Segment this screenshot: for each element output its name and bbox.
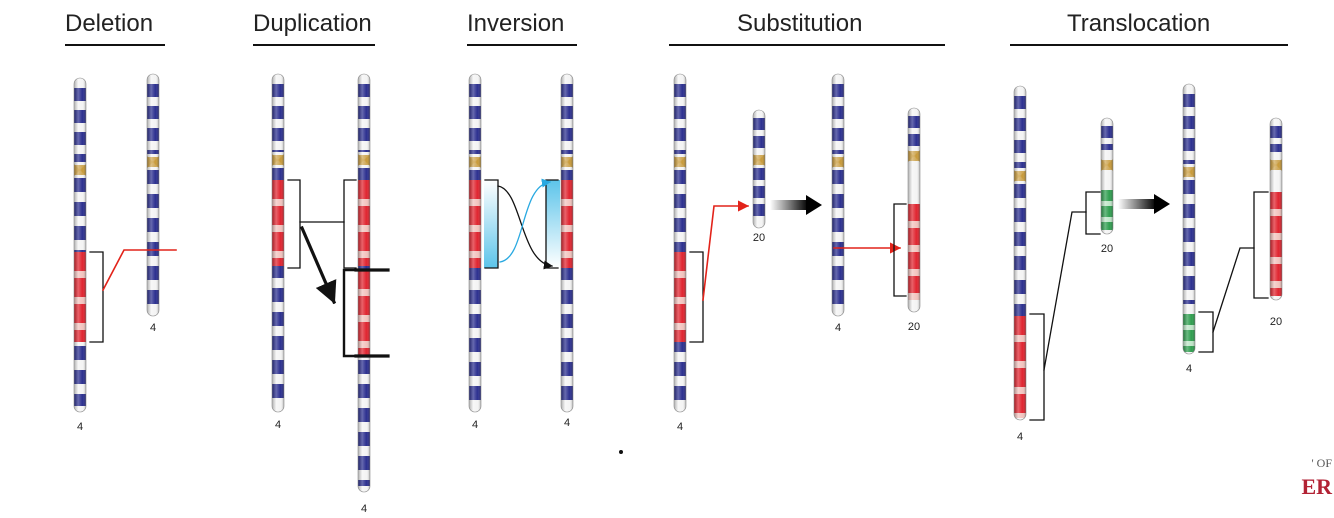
chromosome-inv-4-normal xyxy=(468,73,482,413)
chromosome-dup-4-normal xyxy=(271,73,285,413)
chromosome-outline xyxy=(468,73,482,413)
chromosome-sub-4-normal xyxy=(673,73,687,413)
chromosome-del-4-normal xyxy=(73,77,87,413)
inversion-arrow-down xyxy=(497,185,553,270)
label-sub-d: 20 xyxy=(908,321,920,333)
chromosome-shading xyxy=(561,74,573,412)
chromosome-outline xyxy=(560,73,574,413)
chromosome-outline xyxy=(1100,117,1114,235)
panel-title-inversion: Inversion xyxy=(467,10,565,37)
duplication-bracket-dst-2 xyxy=(342,268,366,358)
corner-logo-text-top: ' OF xyxy=(1311,456,1332,470)
label-dup-b: 4 xyxy=(361,503,367,513)
chromosome-shading xyxy=(1014,86,1026,420)
translocation-connector-2 xyxy=(1212,247,1255,333)
chromosome-outline xyxy=(146,73,160,317)
chromosome-shading xyxy=(832,74,844,316)
panel-title-translocation: Translocation xyxy=(1067,10,1211,37)
chromosome-outline xyxy=(271,73,285,413)
label-inv-a: 4 xyxy=(472,419,478,431)
label-tra-a: 4 xyxy=(1017,431,1023,443)
chromosome-outline xyxy=(752,109,766,229)
chromosome-shading xyxy=(1183,84,1195,354)
chromosome-sub-20-normal xyxy=(752,109,766,229)
label-tra-b: 20 xyxy=(1101,243,1113,255)
label-inv-b: 4 xyxy=(564,417,570,429)
chromosome-outline xyxy=(673,73,687,413)
label-del-b: 4 xyxy=(150,322,156,334)
panel-rule-translocation xyxy=(1010,44,1288,46)
chromosome-outline xyxy=(1182,83,1196,355)
translocation-bracket-4b xyxy=(1198,311,1214,353)
chromosome-shading xyxy=(74,78,86,412)
inversion-highlight-right xyxy=(546,180,560,268)
label-del-a: 4 xyxy=(77,421,83,433)
chromosome-dup-4-duplicated xyxy=(357,73,371,493)
chromosome-sub-4-deleted xyxy=(831,73,845,317)
deletion-bracket xyxy=(89,251,104,343)
translocation-connector-1 xyxy=(1043,211,1087,371)
chromosome-shading xyxy=(272,74,284,412)
chromosome-outline xyxy=(907,107,921,313)
panel-title-deletion: Deletion xyxy=(65,10,154,37)
duplication-bracket-dst-1 xyxy=(343,179,357,269)
chromosome-shading xyxy=(147,74,159,316)
label-tra-d: 20 xyxy=(1270,316,1282,328)
chromosome-outline xyxy=(831,73,845,317)
panel-rule-duplication xyxy=(253,44,375,46)
substitution-bracket-src xyxy=(689,251,704,343)
chromosome-tra-20-translocated xyxy=(1269,117,1283,301)
chromosome-tra-4-normal xyxy=(1013,85,1027,421)
panel-title-duplication: Duplication xyxy=(253,10,372,37)
chromosome-tra-20-normal xyxy=(1100,117,1114,235)
chromosome-outline xyxy=(357,73,371,493)
label-sub-c: 4 xyxy=(835,322,841,334)
substitution-arrow-red xyxy=(702,200,750,301)
duplication-bracket-src xyxy=(287,179,301,269)
panel-title-substitution: Substitution xyxy=(737,10,863,37)
deletion-arrow xyxy=(101,249,177,292)
corner-logo-text-bottom: ER xyxy=(1301,474,1332,499)
inversion-arrow-up xyxy=(499,178,551,263)
translocation-bracket-4 xyxy=(1029,313,1045,421)
label-tra-c: 4 xyxy=(1186,363,1192,375)
substitution-bracket-dst xyxy=(893,203,907,297)
chromosome-shading xyxy=(908,108,920,312)
chromosome-shading xyxy=(674,74,686,412)
substitution-big-arrow xyxy=(770,195,822,215)
label-sub-b: 20 xyxy=(753,232,765,244)
inversion-highlight-left xyxy=(484,180,498,268)
translocation-bracket-20b xyxy=(1253,191,1269,299)
panel-rule-deletion xyxy=(65,44,165,46)
chromosome-shading xyxy=(358,74,370,492)
chromosome-shading xyxy=(1270,118,1282,300)
panel-rule-substitution xyxy=(669,44,945,46)
translocation-bracket-20 xyxy=(1085,191,1101,235)
label-sub-a: 4 xyxy=(677,421,683,433)
chromosome-inv-4-inverted xyxy=(560,73,574,413)
chromosome-outline xyxy=(1269,117,1283,301)
chromosome-shading xyxy=(469,74,481,412)
duplication-arrow xyxy=(299,225,337,305)
panel-rule-inversion xyxy=(467,44,577,46)
chromosome-outline xyxy=(73,77,87,413)
translocation-big-arrow xyxy=(1118,194,1170,214)
chromosome-shading xyxy=(753,110,765,228)
stray-dot xyxy=(619,450,623,454)
chromosome-sub-20-substituted xyxy=(907,107,921,313)
chromosome-outline xyxy=(1013,85,1027,421)
inversion-bracket-left xyxy=(484,179,499,269)
chromosome-shading xyxy=(1101,118,1113,234)
chromosome-tra-4-translocated xyxy=(1182,83,1196,355)
label-dup-a: 4 xyxy=(275,419,281,431)
chromosome-del-4-deleted xyxy=(146,73,160,317)
